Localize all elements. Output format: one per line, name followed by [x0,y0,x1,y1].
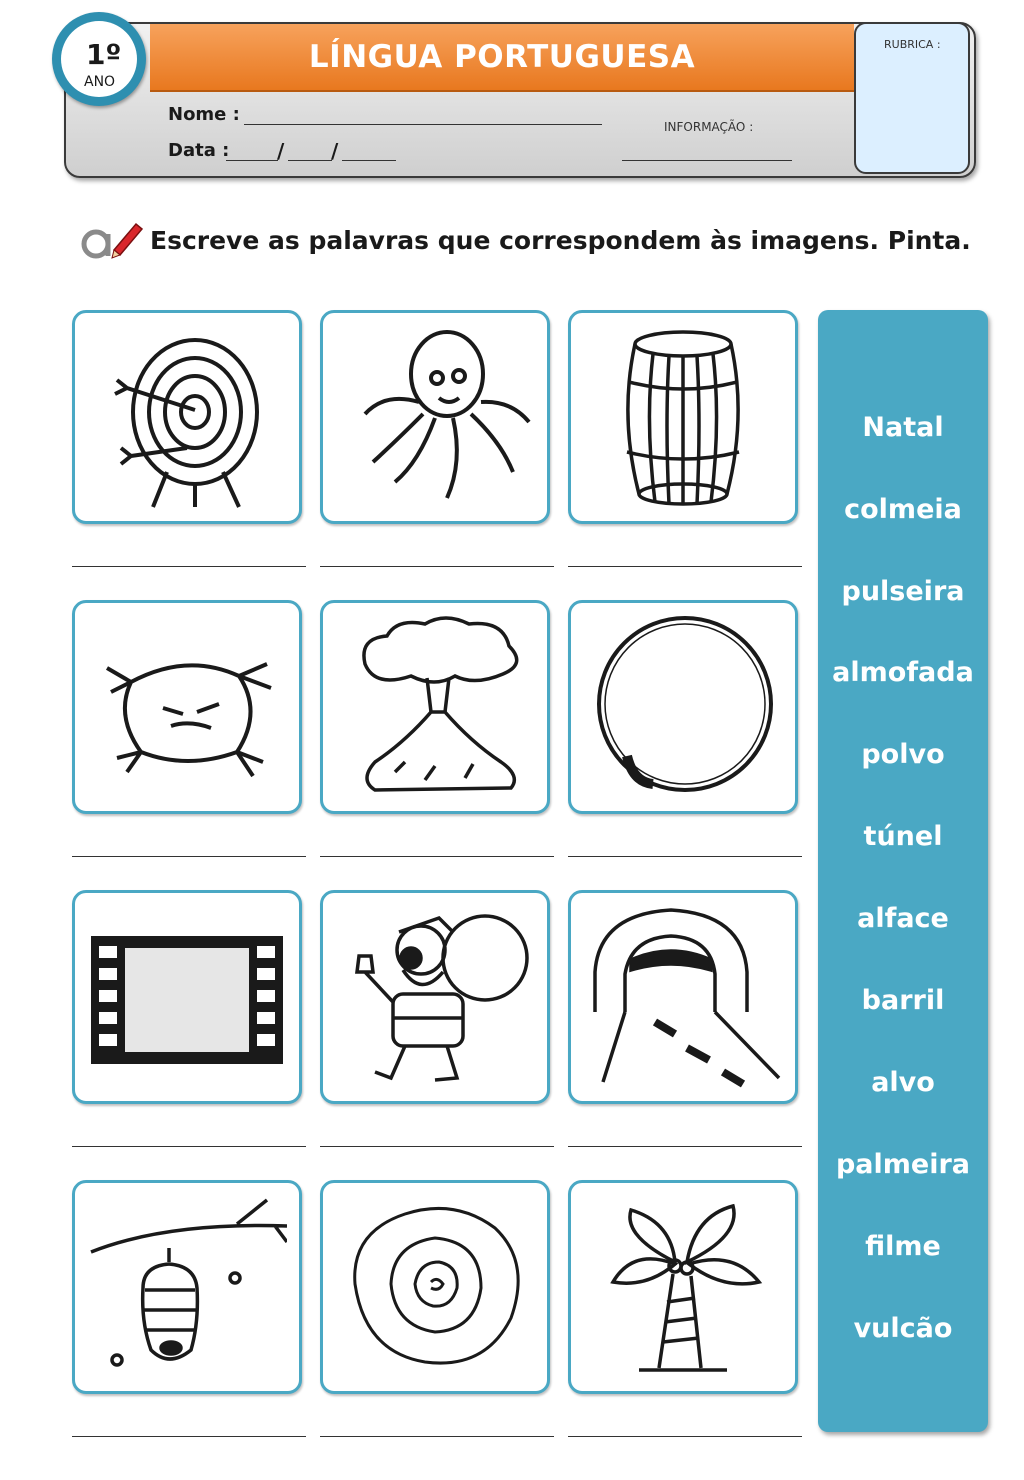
answer-line[interactable] [568,1436,802,1437]
word-bank-item: colmeia [844,494,962,525]
volcano-icon [362,616,519,792]
instruction-text: Escreve as palavras que correspondem às … [150,226,971,255]
answer-line[interactable] [568,1146,802,1147]
word-bank-item: polvo [861,739,945,770]
picture-card [568,600,798,814]
word-bank-item: alface [857,903,949,934]
picture-card [320,600,550,814]
answer-line[interactable] [320,856,554,857]
answer-line[interactable] [568,566,802,567]
barrel-icon [626,330,740,506]
word-bank-item: barril [861,985,945,1016]
answer-line[interactable] [320,566,554,567]
word-bank-item: filme [865,1231,941,1262]
picture-card [72,600,302,814]
picture-card [568,310,798,524]
picture-card [320,890,550,1104]
cushion-icon [105,662,272,778]
santa-claus-icon [355,914,529,1082]
answer-line[interactable] [320,1146,554,1147]
picture-card [72,890,302,1104]
data-slash: / [277,139,285,163]
grade-number: 1º [86,38,122,71]
answer-line[interactable] [568,856,802,857]
word-bank-item: alvo [871,1067,935,1098]
answer-line[interactable] [72,1436,306,1437]
word-bank-item: Natal [862,412,944,443]
word-bank-item: túnel [863,821,943,852]
palm-tree-icon [610,1203,763,1372]
rubrica-label: RUBRICA : [884,38,941,51]
picture-card [568,890,798,1104]
film-strip-icon [91,936,283,1064]
answer-line[interactable] [320,1436,554,1437]
informacao-label: INFORMAÇÃO : [664,120,754,134]
word-bank-item: almofada [832,657,974,688]
data-month-field[interactable] [288,160,332,161]
grade-badge [52,12,146,106]
nome-field[interactable] [244,124,602,125]
picture-card [72,1180,302,1394]
beehive-icon [90,1198,287,1367]
subject-title: LÍNGUA PORTUGUESA [150,24,854,92]
rubrica-box[interactable] [854,22,970,174]
archery-target-icon [114,338,259,508]
nome-label: Nome : [168,104,240,125]
data-day-field[interactable] [226,160,278,161]
octopus-icon [363,330,531,499]
data-label: Data : [168,140,230,161]
answer-line[interactable] [72,856,306,857]
word-bank-item: pulseira [841,576,965,607]
lettuce-icon [353,1207,520,1365]
picture-card [72,310,302,524]
data-year-field[interactable] [342,160,396,161]
picture-card [320,310,550,524]
answer-line[interactable] [72,1146,306,1147]
informacao-field[interactable] [622,160,792,161]
data-slash: / [331,139,339,163]
answer-line[interactable] [72,566,306,567]
picture-card [320,1180,550,1394]
word-bank [818,310,988,1432]
bracelet-icon [597,616,773,792]
grade-label: ANO [84,74,116,90]
word-bank-item: vulcão [853,1313,953,1344]
tunnel-icon [593,908,781,1088]
picture-card [568,1180,798,1394]
letter-a-pencil-icon [81,222,144,259]
word-bank-item: palmeira [835,1149,971,1180]
